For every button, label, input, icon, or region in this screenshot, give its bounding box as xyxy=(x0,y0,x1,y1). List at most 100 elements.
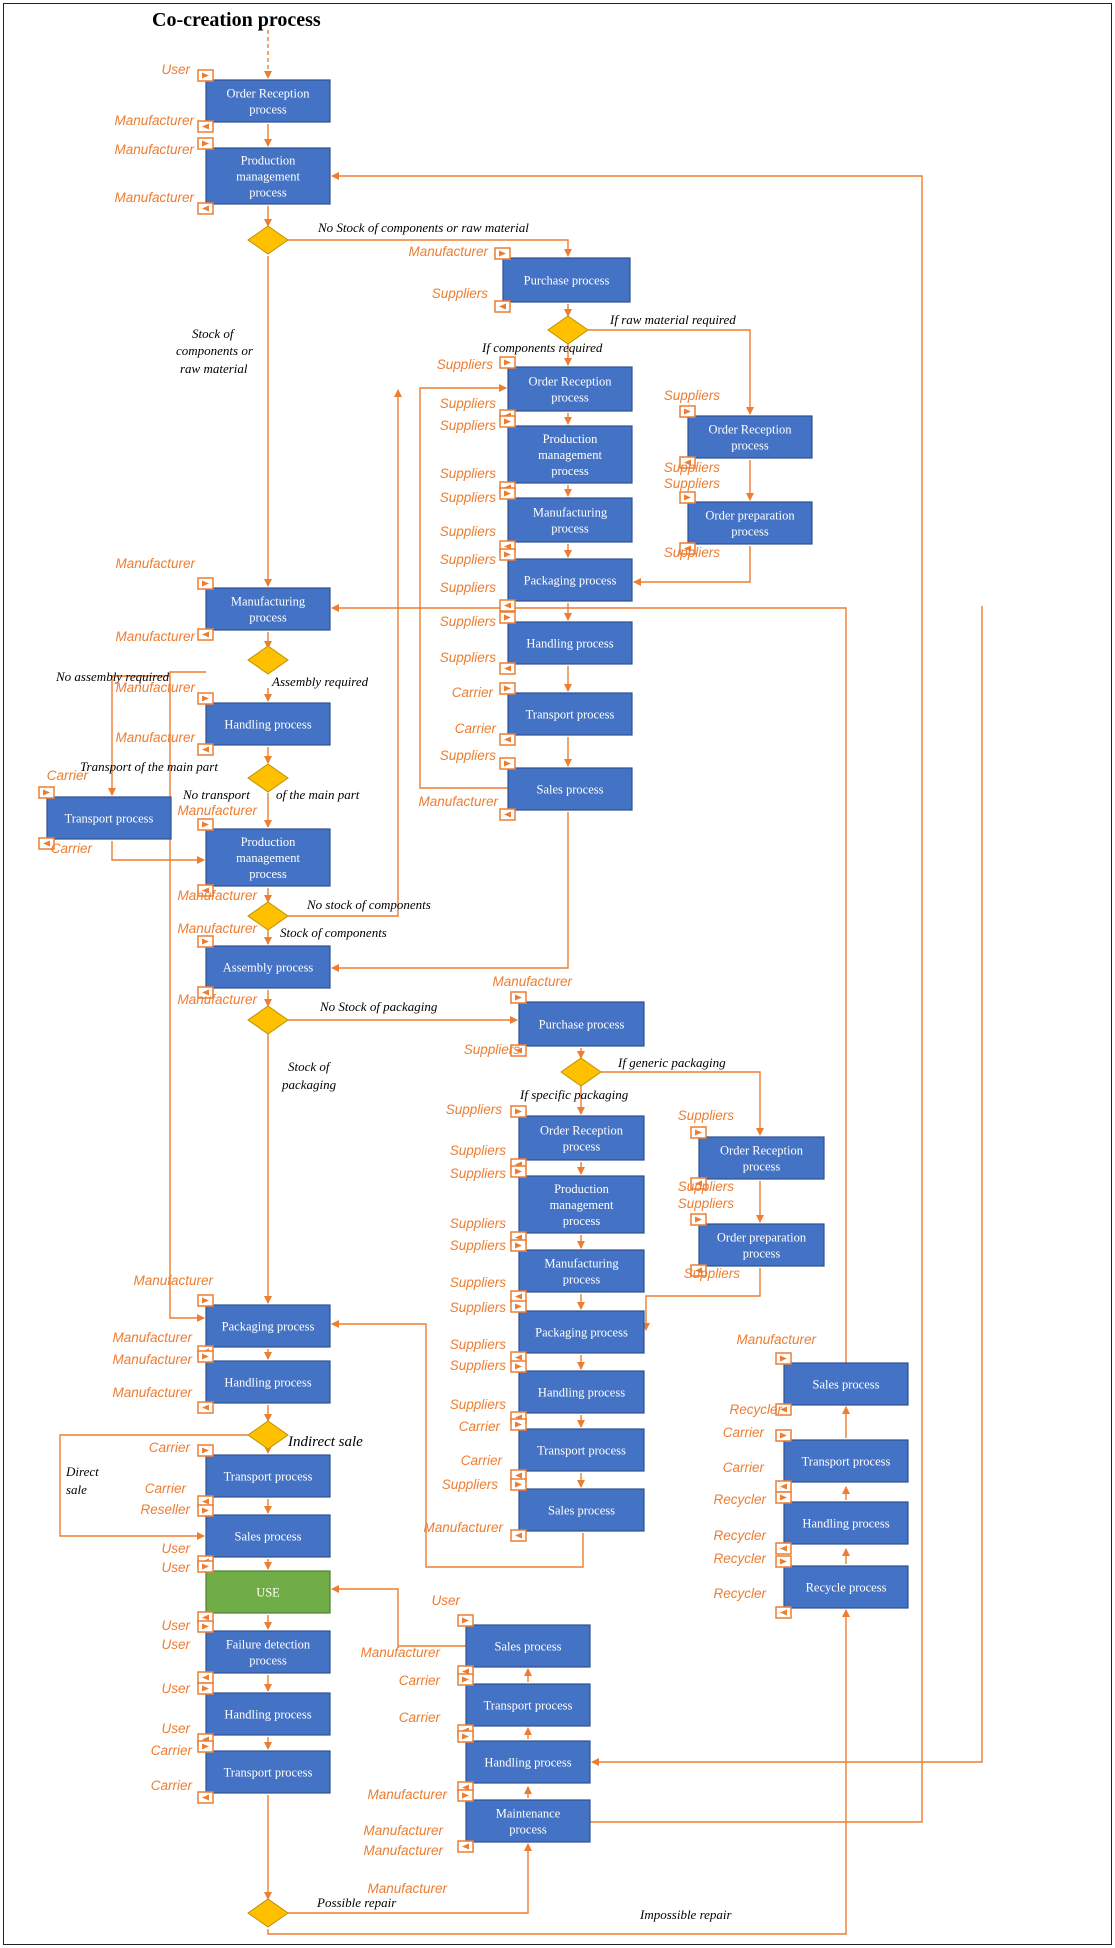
process-label: process xyxy=(563,1273,601,1287)
process-label: USE xyxy=(256,1586,280,1600)
input-arrow-icon xyxy=(679,405,696,418)
branch-label: No assembly required xyxy=(55,669,170,684)
process-box xyxy=(205,1692,331,1736)
actor-label: Manufacturer xyxy=(418,794,498,809)
process-label: Transport process xyxy=(537,1444,626,1458)
input-arrow-icon xyxy=(457,1789,474,1802)
actor-label: Suppliers xyxy=(450,1275,507,1290)
output-arrow-icon xyxy=(775,1606,792,1619)
actor-label: Manufacturer xyxy=(115,556,195,571)
input-arrow-icon xyxy=(197,1294,214,1307)
actor-label: Recycler xyxy=(729,1402,782,1417)
flow-connector xyxy=(169,671,206,1322)
actor-label: Suppliers xyxy=(440,490,497,505)
process-label: process xyxy=(731,525,769,539)
process-label: Handling process xyxy=(224,1376,311,1390)
process-label: management xyxy=(236,851,300,865)
process-box xyxy=(205,828,331,887)
actor-label: User xyxy=(161,62,190,77)
flow-connector xyxy=(331,1320,584,1568)
process-box xyxy=(518,1001,645,1047)
actor-label: Suppliers xyxy=(440,524,497,539)
output-arrow-icon xyxy=(494,300,511,313)
input-arrow-icon xyxy=(499,682,516,695)
flow-connector xyxy=(59,1434,248,1540)
process-box xyxy=(507,558,633,602)
process-label: Packaging process xyxy=(222,1320,315,1334)
process-label: Manufacturing xyxy=(533,506,608,520)
actor-label: User xyxy=(161,1637,190,1652)
process-label: Handling process xyxy=(802,1517,889,1531)
process-label: process xyxy=(551,464,589,478)
process-label: Purchase process xyxy=(524,274,610,288)
input-arrow-icon xyxy=(690,1126,707,1139)
flow-connector xyxy=(591,606,983,1766)
process-label: Handling process xyxy=(526,637,613,651)
actor-label: Suppliers xyxy=(450,1358,507,1373)
actor-label: Suppliers xyxy=(440,418,497,433)
process-label: Order Reception xyxy=(540,1124,624,1138)
actor-label: Carrier xyxy=(47,768,89,783)
output-arrow-icon xyxy=(775,1480,792,1493)
actor-label: User xyxy=(161,1721,190,1736)
actor-label: Manufacturer xyxy=(112,1330,192,1345)
process-label: Handling process xyxy=(224,718,311,732)
decision-diamond xyxy=(247,1005,289,1035)
input-arrow-icon xyxy=(510,1165,527,1178)
process-label: Sales process xyxy=(235,1530,302,1544)
input-arrow-icon xyxy=(197,1740,214,1753)
decision-diamond xyxy=(247,901,289,931)
input-arrow-icon xyxy=(510,991,527,1004)
output-arrow-icon xyxy=(197,884,214,897)
actor-label: Suppliers xyxy=(664,388,721,403)
actor-label: Manufacturer xyxy=(363,1843,443,1858)
process-label: Assembly process xyxy=(223,961,314,975)
input-arrow-icon xyxy=(775,1429,792,1442)
process-label: Order Reception xyxy=(529,375,613,389)
process-label: Production xyxy=(554,1182,610,1196)
flow-connector xyxy=(419,384,508,789)
branch-label: packaging xyxy=(281,1077,337,1092)
process-label: Failure detection xyxy=(226,1638,311,1652)
process-label: Packaging process xyxy=(535,1326,628,1340)
actor-label: Suppliers xyxy=(440,552,497,567)
actor-label: Suppliers xyxy=(664,476,721,491)
input-arrow-icon xyxy=(457,1730,474,1743)
input-arrow-icon xyxy=(197,1560,214,1573)
process-label: Sales process xyxy=(537,783,604,797)
use-box xyxy=(205,1570,331,1614)
branch-label: Stock of xyxy=(192,326,236,341)
process-box xyxy=(205,79,331,123)
output-arrow-icon xyxy=(197,1401,214,1414)
output-arrow-icon xyxy=(775,1403,792,1416)
output-arrow-icon xyxy=(510,1529,527,1542)
flow-connector xyxy=(633,546,751,586)
actor-label: User xyxy=(431,1593,460,1608)
decision-diamond xyxy=(247,763,289,793)
process-label: Order Reception xyxy=(227,87,311,101)
output-arrow-icon xyxy=(499,733,516,746)
process-label: process xyxy=(249,611,287,625)
actor-label: Carrier xyxy=(149,1440,191,1455)
process-box xyxy=(698,1136,825,1180)
process-box xyxy=(518,1115,645,1161)
input-arrow-icon xyxy=(499,548,516,561)
branch-label: Possible repair xyxy=(316,1895,397,1910)
process-label: process xyxy=(551,391,589,405)
actor-label: Carrier xyxy=(399,1710,441,1725)
actor-label: Suppliers xyxy=(437,357,494,372)
process-label: management xyxy=(236,170,300,184)
branch-label: If specific packaging xyxy=(519,1087,629,1102)
input-arrow-icon xyxy=(457,1614,474,1627)
input-arrow-icon xyxy=(197,1350,214,1363)
output-arrow-icon xyxy=(197,986,214,999)
process-label: Purchase process xyxy=(539,1018,625,1032)
process-box xyxy=(465,1683,591,1727)
process-box xyxy=(507,692,633,736)
input-arrow-icon xyxy=(775,1555,792,1568)
input-arrow-icon xyxy=(499,356,516,369)
actor-label: User xyxy=(161,1541,190,1556)
actor-label: Suppliers xyxy=(684,1266,741,1281)
output-arrow-icon xyxy=(510,1044,527,1057)
